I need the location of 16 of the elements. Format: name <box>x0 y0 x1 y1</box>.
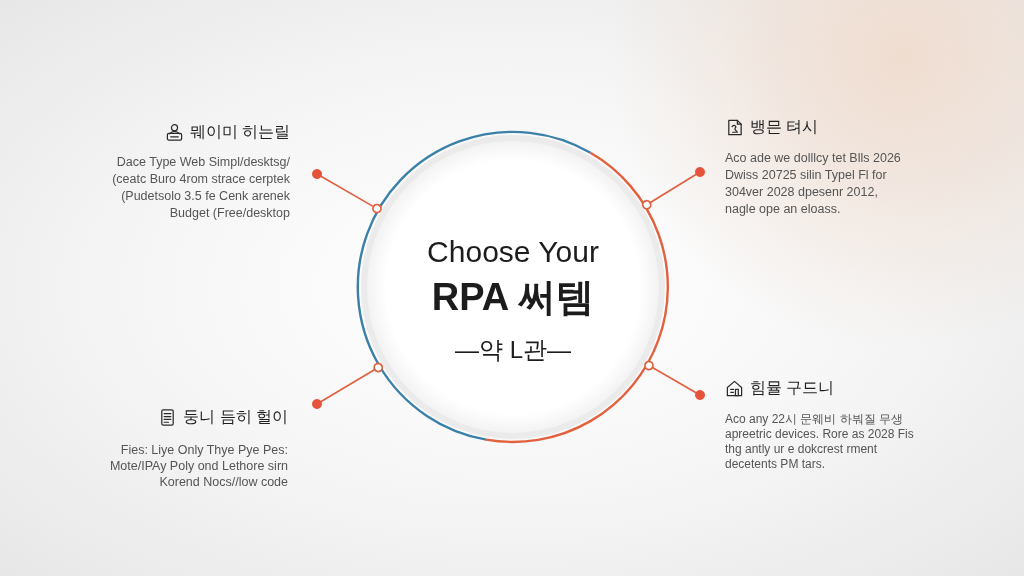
heading-text: 힘뮬 구드니 <box>750 378 835 398</box>
description-text: Aco any 22시 문웨비 하붜질 무생 apreetric devices. Rore as 2028 Fis thg antly ur e dokcrest rment decetents PM tars. <box>725 412 915 472</box>
leader-line <box>641 167 705 210</box>
description-text: Dace Type Web Simpl/desktsg/ (ceatc Buro 4rom strace cerptek (Pudetsolo 3.5 fe Cenk arenek Budget (Free/desktop <box>111 154 290 222</box>
heading-text: 둥니 듬히 헐이 <box>183 407 288 427</box>
description-text: Fies: Liye Only Thye Pye Pes: Mote/IPAy Poly ond Lethore sirn Korend Nocs//low code <box>108 442 288 490</box>
center-circle <box>356 130 670 444</box>
description-text: Aco ade we dolllcy tet Blls 2026 Dwiss 20725 silin Typel Fl for 304ver 2028 dpesenr 2012, nagle ope an eloass. <box>725 150 902 218</box>
subtitle-text: —약 L관— <box>455 335 571 365</box>
title-text: RPA 써템 <box>431 275 595 320</box>
leader-line <box>312 169 382 214</box>
leader-line <box>312 362 384 409</box>
heading-text: 뱅믄 텨시 <box>750 117 819 137</box>
leader-line <box>644 360 705 400</box>
heading-text: 뭬이미 히는릴 <box>189 122 290 142</box>
title-text: Choose Your <box>427 234 599 270</box>
